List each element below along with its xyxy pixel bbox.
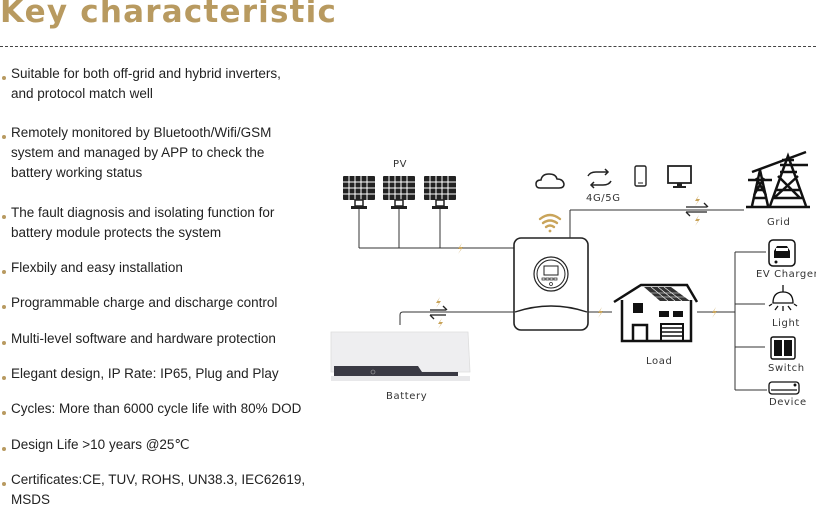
feature-line: The fault diagnosis and isolating functi… <box>11 205 275 220</box>
feature-line: battery working status <box>11 165 143 180</box>
solar-panel-icon <box>423 175 457 210</box>
bullet-icon <box>2 135 6 139</box>
feature-line: Elegant design, IP Rate: IP65, Plug and … <box>11 366 279 381</box>
feature-line: Flexbily and easy installation <box>11 260 183 275</box>
dashed-divider <box>0 46 816 47</box>
page-title: Key characteristic <box>0 0 338 30</box>
inverter-icon <box>513 237 589 331</box>
device-label: Light <box>772 318 800 329</box>
pv-wiring <box>358 209 514 249</box>
feature-line: Cycles: More than 6000 cycle life with 8… <box>11 401 302 416</box>
bullet-icon <box>2 76 6 80</box>
bullet-icon <box>2 482 6 486</box>
pv-label: PV <box>393 159 407 170</box>
feature-item: The fault diagnosis and isolating functi… <box>0 203 341 243</box>
bullet-icon <box>2 305 6 309</box>
device-label: EV Charger <box>756 269 816 280</box>
feature-line: system and managed by APP to check the <box>11 145 265 160</box>
bullet-icon <box>2 376 6 380</box>
feature-item: Programmable charge and discharge contro… <box>0 293 341 313</box>
bidirectional-arrow-icon <box>685 202 709 217</box>
feature-line: Design Life >10 years @25℃ <box>11 437 190 452</box>
feature-line: Remotely monitored by Bluetooth/Wifi/GSM <box>11 125 272 140</box>
feature-line: battery module protects the system <box>11 225 222 240</box>
feature-item: Design Life >10 years @25℃ <box>0 435 341 455</box>
bullet-icon <box>2 341 6 345</box>
bullet-icon <box>2 447 6 451</box>
feature-item: Remotely monitored by Bluetooth/Wifi/GSM… <box>0 123 341 183</box>
device-label: Switch <box>768 363 805 374</box>
network-label: 4G/5G <box>586 193 621 204</box>
device-label: Device <box>769 397 807 408</box>
switch-icon <box>770 336 796 360</box>
feature-item: Flexbily and easy installation <box>0 258 341 278</box>
power-bolt-icon <box>695 215 700 226</box>
solar-panel-icon <box>382 175 416 210</box>
feature-item: Certificates:CE, TUV, ROHS, UN38.3, IEC6… <box>0 470 341 510</box>
feature-line: Multi-level software and hardware protec… <box>11 331 276 346</box>
ev-charger-icon <box>768 239 796 267</box>
sync-arrows-icon <box>587 168 612 189</box>
bullet-icon <box>2 215 6 219</box>
feature-item: Elegant design, IP Rate: IP65, Plug and … <box>0 364 341 384</box>
bullet-icon <box>2 411 6 415</box>
air-conditioner-icon <box>768 381 800 395</box>
system-diagram: PV 4G/5G <box>330 150 816 408</box>
device-wiring <box>697 251 767 391</box>
grid-label: Grid <box>767 217 790 228</box>
battery-icon <box>330 331 471 381</box>
feature-item: Multi-level software and hardware protec… <box>0 329 341 349</box>
solar-panel-icon <box>342 175 376 210</box>
power-bolt-icon <box>436 297 441 308</box>
feature-item: Cycles: More than 6000 cycle life with 8… <box>0 399 341 419</box>
power-bolt-icon <box>438 318 443 329</box>
feature-line: Certificates:CE, TUV, ROHS, UN38.3, IEC6… <box>11 472 306 507</box>
wifi-icon <box>538 213 562 233</box>
feature-line: Suitable for both off-grid and hybrid in… <box>11 66 281 81</box>
feature-item: Suitable for both off-grid and hybrid in… <box>0 64 341 104</box>
feature-line: Programmable charge and discharge contro… <box>11 295 278 310</box>
power-tower-icon <box>746 150 810 209</box>
bullet-icon <box>2 270 6 274</box>
monitor-icon <box>667 165 692 188</box>
power-bolt-icon <box>695 195 700 206</box>
battery-wiring <box>399 311 514 325</box>
feature-line: and protocol match well <box>11 86 153 101</box>
bidirectional-arrow-icon <box>429 305 448 320</box>
light-icon <box>768 285 798 311</box>
grid-wiring <box>569 209 744 238</box>
house-icon <box>613 283 699 343</box>
battery-label: Battery <box>386 391 427 402</box>
load-label: Load <box>646 356 672 367</box>
cloud-icon <box>535 173 565 189</box>
phone-icon <box>634 165 647 187</box>
